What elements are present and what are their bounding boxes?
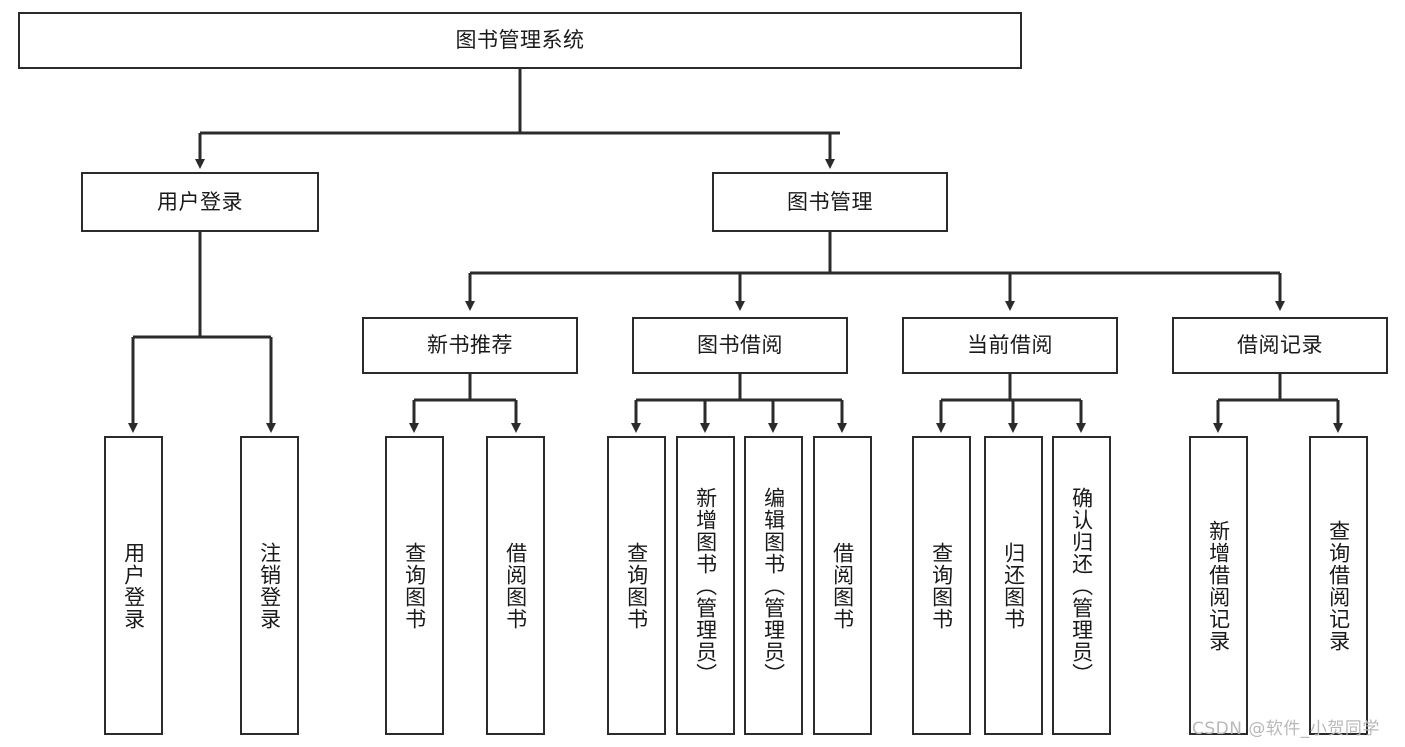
leaf-node-label: 借阅图书	[503, 541, 528, 630]
node-new-book-recommend-label: 新书推荐	[427, 333, 513, 358]
leaf-node-label: 借阅图书	[830, 541, 855, 630]
node-borrow-record-label: 借阅记录	[1237, 333, 1323, 358]
leaf-node-label: 查询图书	[624, 541, 649, 630]
leaf-node-label: 归还图书	[1001, 541, 1026, 630]
node-current-borrow[interactable]: 当前借阅	[902, 317, 1118, 374]
leaf-node[interactable]: 新增借阅记录	[1189, 436, 1248, 735]
leaf-node[interactable]: 用户登录	[104, 436, 163, 735]
node-book-borrow-label: 图书借阅	[697, 333, 783, 358]
leaf-node[interactable]: 查询借阅记录	[1309, 436, 1368, 735]
leaf-node-label: 注销登录	[257, 541, 282, 630]
csdn-watermark: CSDN @软件_小贺同学	[1192, 719, 1380, 739]
node-root[interactable]: 图书管理系统	[18, 12, 1022, 69]
leaf-node-label: 编辑图书（管理员）	[761, 486, 786, 685]
node-root-label: 图书管理系统	[455, 28, 585, 53]
node-user-login-label: 用户登录	[157, 189, 243, 214]
leaf-node[interactable]: 注销登录	[240, 436, 299, 735]
leaf-node[interactable]: 归还图书	[984, 436, 1043, 735]
leaf-node-label: 查询借阅记录	[1326, 519, 1351, 652]
node-book-management-label: 图书管理	[787, 189, 873, 214]
node-user-login[interactable]: 用户登录	[81, 172, 319, 232]
node-borrow-record[interactable]: 借阅记录	[1172, 317, 1388, 374]
leaf-node[interactable]: 查询图书	[385, 436, 444, 735]
node-new-book-recommend[interactable]: 新书推荐	[362, 317, 578, 374]
leaf-node-label: 查询图书	[402, 541, 427, 630]
leaf-node-label: 确认归还（管理员）	[1069, 486, 1094, 685]
leaf-node-label: 查询图书	[929, 541, 954, 630]
node-current-borrow-label: 当前借阅	[967, 333, 1053, 358]
leaf-node[interactable]: 查询图书	[912, 436, 971, 735]
leaf-node[interactable]: 编辑图书（管理员）	[744, 436, 803, 735]
node-book-borrow[interactable]: 图书借阅	[632, 317, 848, 374]
leaf-node-label: 新增图书（管理员）	[693, 486, 718, 685]
node-book-management[interactable]: 图书管理	[712, 172, 948, 232]
leaf-node-label: 新增借阅记录	[1206, 519, 1231, 652]
leaf-node[interactable]: 新增图书（管理员）	[676, 436, 735, 735]
leaf-node[interactable]: 借阅图书	[486, 436, 545, 735]
leaf-node-label: 用户登录	[121, 541, 146, 630]
leaf-node[interactable]: 确认归还（管理员）	[1052, 436, 1111, 735]
leaf-node[interactable]: 借阅图书	[813, 436, 872, 735]
leaf-node[interactable]: 查询图书	[607, 436, 666, 735]
